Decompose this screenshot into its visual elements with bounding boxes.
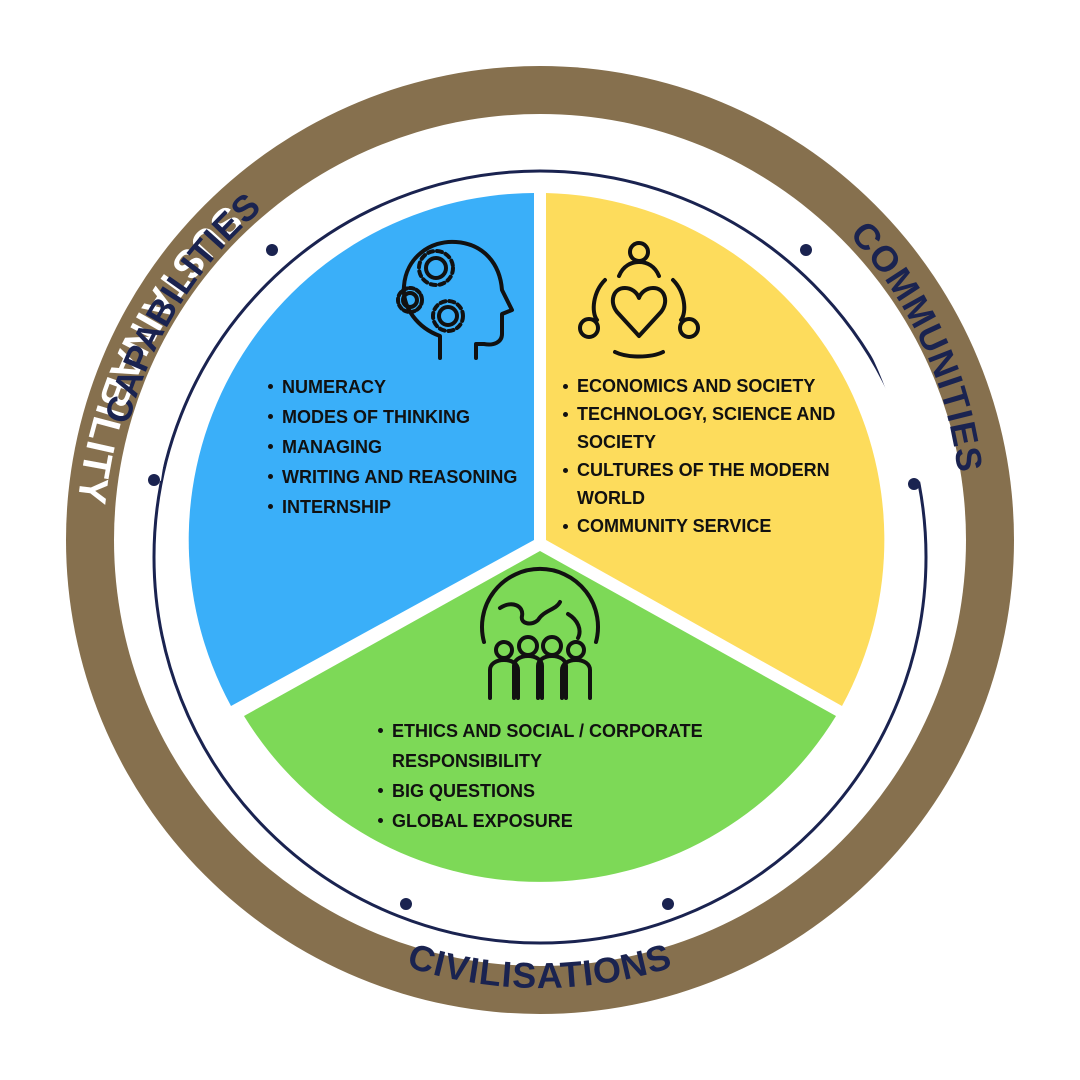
connector-dot [662,898,674,910]
title-gap-communities [800,245,921,483]
connector-dot [908,478,920,490]
civilisations-list: ETHICS AND SOCIAL / CORPORATE RESPONSIBI… [376,716,736,836]
communities-list: ECONOMICS AND SOCIETY TECHNOLOGY, SCIENC… [561,372,851,540]
list-item: ECONOMICS AND SOCIETY [561,372,851,400]
globe-people-icon [480,566,600,700]
list-item: COMMUNITY SERVICE [561,512,851,540]
title-gap-civilisations [403,897,671,934]
sector-communities [546,193,885,706]
list-item: NUMERACY [266,372,536,402]
list-item: TECHNOLOGY, SCIENCE AND SOCIETY [561,400,851,456]
list-item: MANAGING [266,432,536,462]
head-gears-icon [396,239,514,360]
list-item: MODES OF THINKING [266,402,536,432]
connector-dot [800,244,812,256]
list-item: GLOBAL EXPOSURE [376,806,736,836]
sector-capabilities [188,193,534,706]
connector-dot [148,474,160,486]
list-item: WRITING AND REASONING [266,462,536,492]
title-gap-capabilities [147,244,277,481]
sector-civilisations [244,551,836,882]
list-item: BIG QUESTIONS [376,776,736,806]
connector-dot [266,244,278,256]
heart-community-icon [578,241,700,359]
connector-circle [152,169,928,945]
list-item: ETHICS AND SOCIAL / CORPORATE RESPONSIBI… [376,716,736,776]
capabilities-list: NUMERACY MODES OF THINKING MANAGING WRIT… [266,372,536,522]
list-item: CULTURES OF THE MODERN WORLD [561,456,851,512]
connector-dot [400,898,412,910]
list-item: INTERNSHIP [266,492,536,522]
